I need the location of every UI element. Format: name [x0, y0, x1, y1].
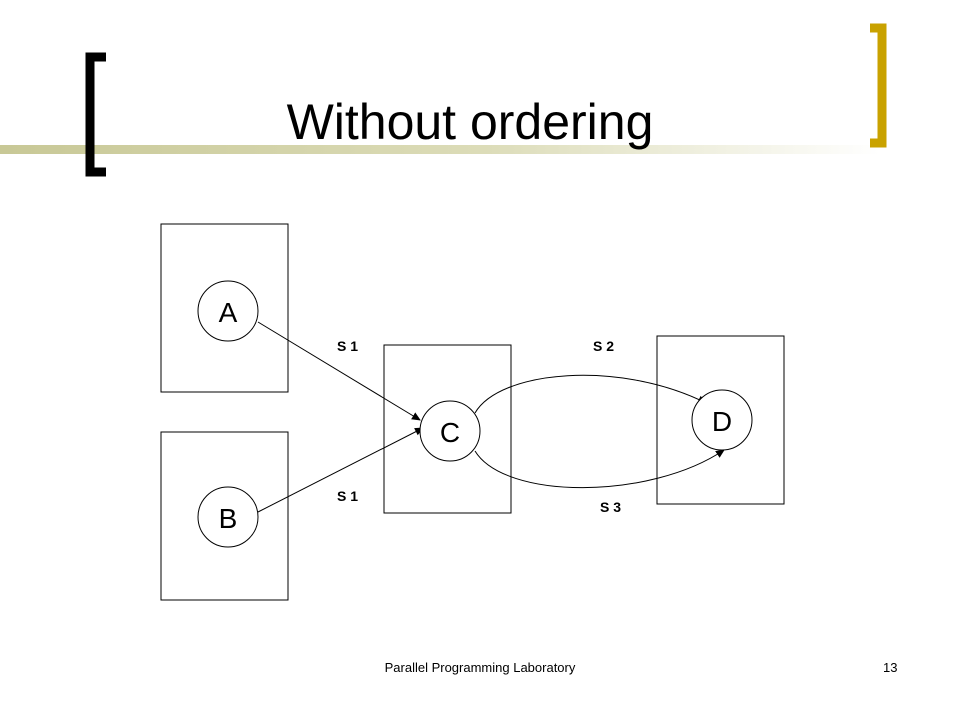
node-b-circle: [197, 486, 259, 548]
edge-c-to-d-lower: [474, 449, 725, 489]
header-gradient-bar: [0, 145, 880, 154]
node-d-circle: [691, 389, 753, 451]
edge-label-a-to-c: S 1: [337, 338, 358, 354]
node-b-label: B: [219, 503, 238, 534]
process-box-b: [160, 431, 289, 601]
edge-c-to-d-upper: [474, 374, 707, 414]
edge-b-to-c: [257, 427, 424, 513]
process-box-a: [160, 223, 289, 393]
edge-a-to-c: [257, 321, 421, 421]
node-c-label: C: [440, 417, 460, 448]
edge-label-c-to-d-upper: S 2: [593, 338, 614, 354]
left-bracket-decoration: [85, 52, 106, 177]
node-a-label: A: [219, 297, 238, 328]
footer-text: Parallel Programming Laboratory: [384, 660, 576, 675]
slide-title: Without ordering: [286, 94, 654, 150]
process-box-d: [656, 335, 785, 505]
edge-label-c-to-d-lower: S 3: [600, 499, 621, 515]
right-bracket-decoration: [870, 23, 887, 148]
node-a-circle: [197, 280, 259, 342]
page-number: 13: [883, 660, 898, 675]
process-box-c: [383, 344, 512, 514]
node-d-label: D: [712, 406, 732, 437]
edge-label-b-to-c: S 1: [337, 488, 358, 504]
node-c-circle: [419, 400, 481, 462]
